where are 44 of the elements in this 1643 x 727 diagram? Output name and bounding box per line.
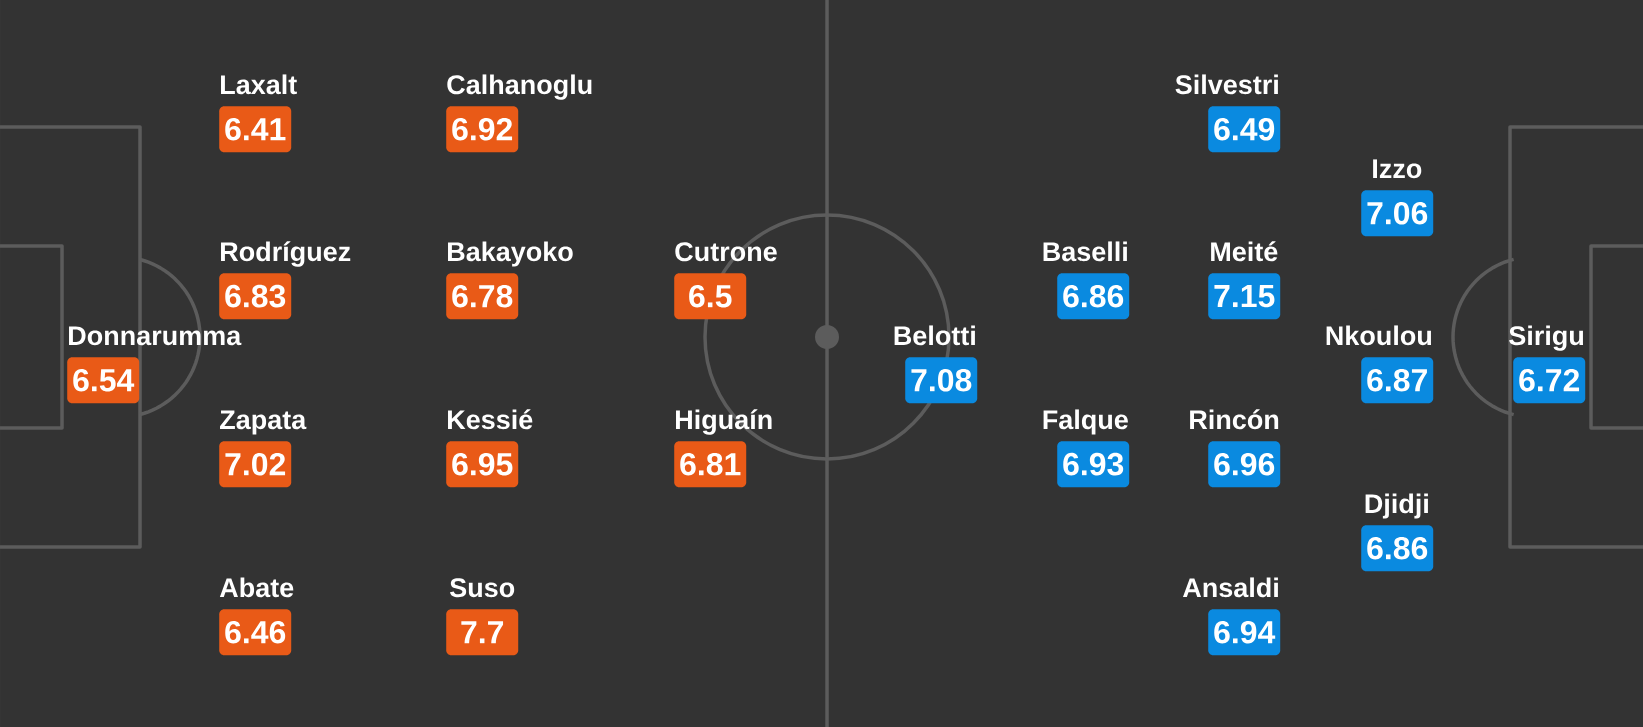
rating-badge: 7.08 (905, 357, 978, 404)
player-name: Djidji (1365, 493, 1428, 519)
rating-badge: 6.86 (1361, 525, 1434, 572)
rating-badge: 7.7 (446, 609, 519, 656)
player-name: Ansaldi (1182, 577, 1278, 598)
player-name: Sirigu (1509, 325, 1584, 351)
rating-badge: 7.06 (1361, 190, 1434, 237)
rating-badge: 6.81 (674, 441, 747, 488)
rating-badge: 6.87 (1361, 357, 1434, 404)
player-name: Rodríguez (221, 241, 351, 267)
player-name: Bakayoko (448, 241, 573, 267)
rating-badge: 6.72 (1513, 357, 1586, 404)
player-name: Silvestri (1175, 74, 1278, 95)
player-name: Meité (1211, 241, 1278, 262)
player-name: Falque (1043, 409, 1128, 435)
player-name: Cutrone (675, 242, 777, 262)
player-name: Baselli (1043, 241, 1127, 262)
rating-badge: 6.49 (1208, 106, 1281, 153)
player-name: Calhanoglu (447, 74, 592, 100)
rating-badge: 6.46 (219, 609, 292, 656)
rating-badge: 6.41 (219, 106, 292, 153)
player-name: Belotti (894, 325, 975, 346)
rating-badge: 7.15 (1208, 273, 1281, 320)
rating-badge: 6.94 (1208, 609, 1281, 656)
rating-badge: 6.54 (67, 357, 140, 404)
rating-badge: 6.96 (1208, 441, 1281, 488)
rating-badge: 6.95 (446, 441, 519, 488)
player-name: Rincón (1190, 409, 1279, 430)
player-name: Abate (219, 577, 294, 598)
player-name: Higuaín (676, 409, 772, 435)
player-name: Donnarumma (69, 326, 242, 346)
rating-badge: 6.86 (1057, 273, 1130, 320)
player-name: Izzo (1373, 159, 1422, 179)
player-name: Laxalt (221, 74, 297, 95)
rating-badge: 7.02 (219, 441, 292, 488)
player-name: Kessié (448, 409, 533, 430)
rating-badge: 6.93 (1057, 441, 1130, 488)
rating-badge: 6.92 (446, 106, 519, 153)
rating-badge: 6.83 (219, 273, 292, 320)
rating-badge: 6.78 (446, 273, 519, 320)
player-name: Zapata (220, 410, 307, 435)
player-name: Suso (450, 578, 515, 598)
rating-badge: 6.5 (674, 273, 747, 320)
player-name: Nkoulou (1326, 325, 1432, 346)
